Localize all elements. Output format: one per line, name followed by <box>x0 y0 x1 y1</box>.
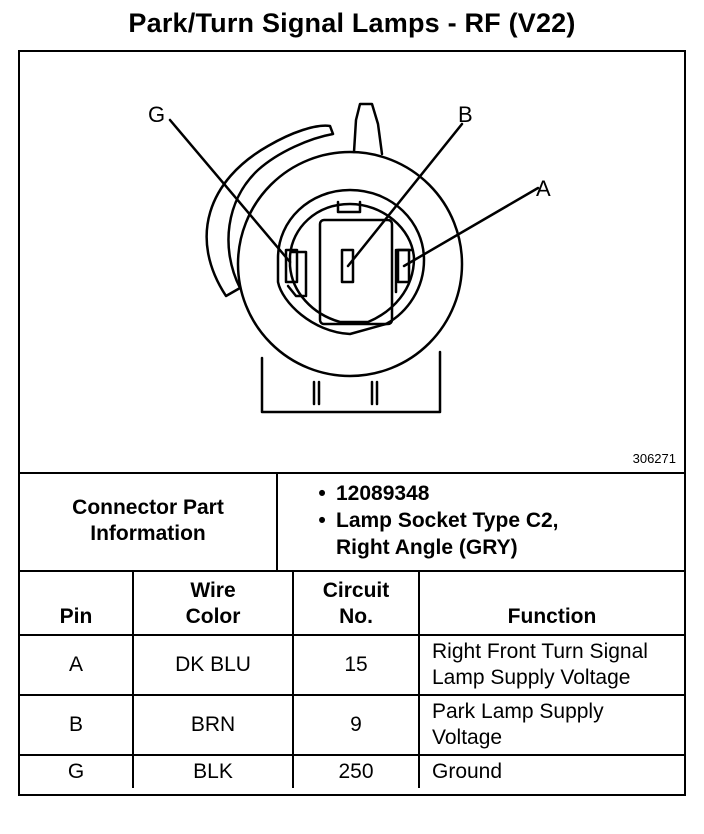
table-header-row: Pin Wire Color Circuit No. Function <box>20 572 684 636</box>
header-wire-line2: Color <box>185 605 241 628</box>
function-line2: Voltage <box>432 726 503 749</box>
socket-type: Lamp Socket Type C2, <box>336 509 559 532</box>
circuit-cell: 15 <box>292 634 420 696</box>
figure-id: 306271 <box>632 451 676 466</box>
pin-label-g: G <box>148 102 165 127</box>
table-row: B BRN 9 Park Lamp Supply Voltage <box>20 694 684 756</box>
function-line1: Ground <box>432 760 503 783</box>
latch-arm <box>205 124 335 298</box>
pin-b-slot <box>340 248 355 284</box>
pin-cell: B <box>20 694 134 756</box>
wire-cell: BRN <box>132 694 294 756</box>
function-cell: Park Lamp Supply Voltage <box>418 694 684 756</box>
function-line1: Right Front Turn Signal <box>432 640 648 663</box>
function-line1: Park Lamp Supply <box>432 700 604 723</box>
inner-ring <box>276 188 426 336</box>
circuit-cell: 250 <box>292 754 420 788</box>
header-circuit-line2: No. <box>339 605 373 628</box>
pin-a-slot <box>396 248 411 284</box>
leader-g <box>168 118 292 264</box>
connector-info-row: Connector Part Information • 12089348 • La… <box>20 472 684 572</box>
leader-a <box>402 186 540 268</box>
pin-cell: G <box>20 754 134 788</box>
function-line2: Lamp Supply Voltage <box>432 666 631 689</box>
leader-b <box>346 122 464 268</box>
housing-body <box>260 350 442 414</box>
bullet-icon: • <box>318 482 326 505</box>
wire-cell: BLK <box>132 754 294 788</box>
header-pin: Pin <box>20 572 134 636</box>
connector-info: • 12089348 • Lamp Socket Type C2, Right An… <box>278 480 678 561</box>
page-title: Park/Turn Signal Lamps - RF (V22) <box>128 8 576 38</box>
connector-diagram: G B A 306271 <box>20 52 684 474</box>
connector-chart: G B A 306271 Connector Part Information … <box>18 50 686 796</box>
pin-table: Pin Wire Color Circuit No. Function A DK… <box>20 572 684 788</box>
table-row: G BLK 250 Ground <box>20 754 684 788</box>
connector-label-line1: Connector Part <box>72 496 224 519</box>
bullet-icon: • <box>318 509 326 532</box>
table-row: A DK BLU 15 Right Front Turn Signal Lamp… <box>20 634 684 696</box>
wire-cell: DK BLU <box>132 634 294 696</box>
header-function: Function <box>418 572 684 636</box>
circuit-cell: 9 <box>292 694 420 756</box>
connector-label: Connector Part Information <box>20 472 278 570</box>
connector-drawing: G B A <box>148 102 551 414</box>
header-circuit-line1: Circuit <box>322 579 390 602</box>
pin-g-slot <box>284 248 299 284</box>
header-wire-color: Wire Color <box>132 572 294 636</box>
function-cell: Ground <box>418 754 684 788</box>
connector-label-line2: Information <box>90 522 206 545</box>
socket-type-cont: Right Angle (GRY) <box>336 536 518 559</box>
function-cell: Right Front Turn Signal Lamp Supply Volt… <box>418 634 684 696</box>
outer-ring <box>236 150 464 378</box>
header-wire-line1: Wire <box>190 579 236 602</box>
header-circuit: Circuit No. <box>292 572 420 636</box>
pin-cell: A <box>20 634 134 696</box>
pin-label-a: A <box>536 176 551 201</box>
key-tab <box>352 102 384 156</box>
pin-label-b: B <box>458 102 473 127</box>
part-number: 12089348 <box>336 482 430 505</box>
